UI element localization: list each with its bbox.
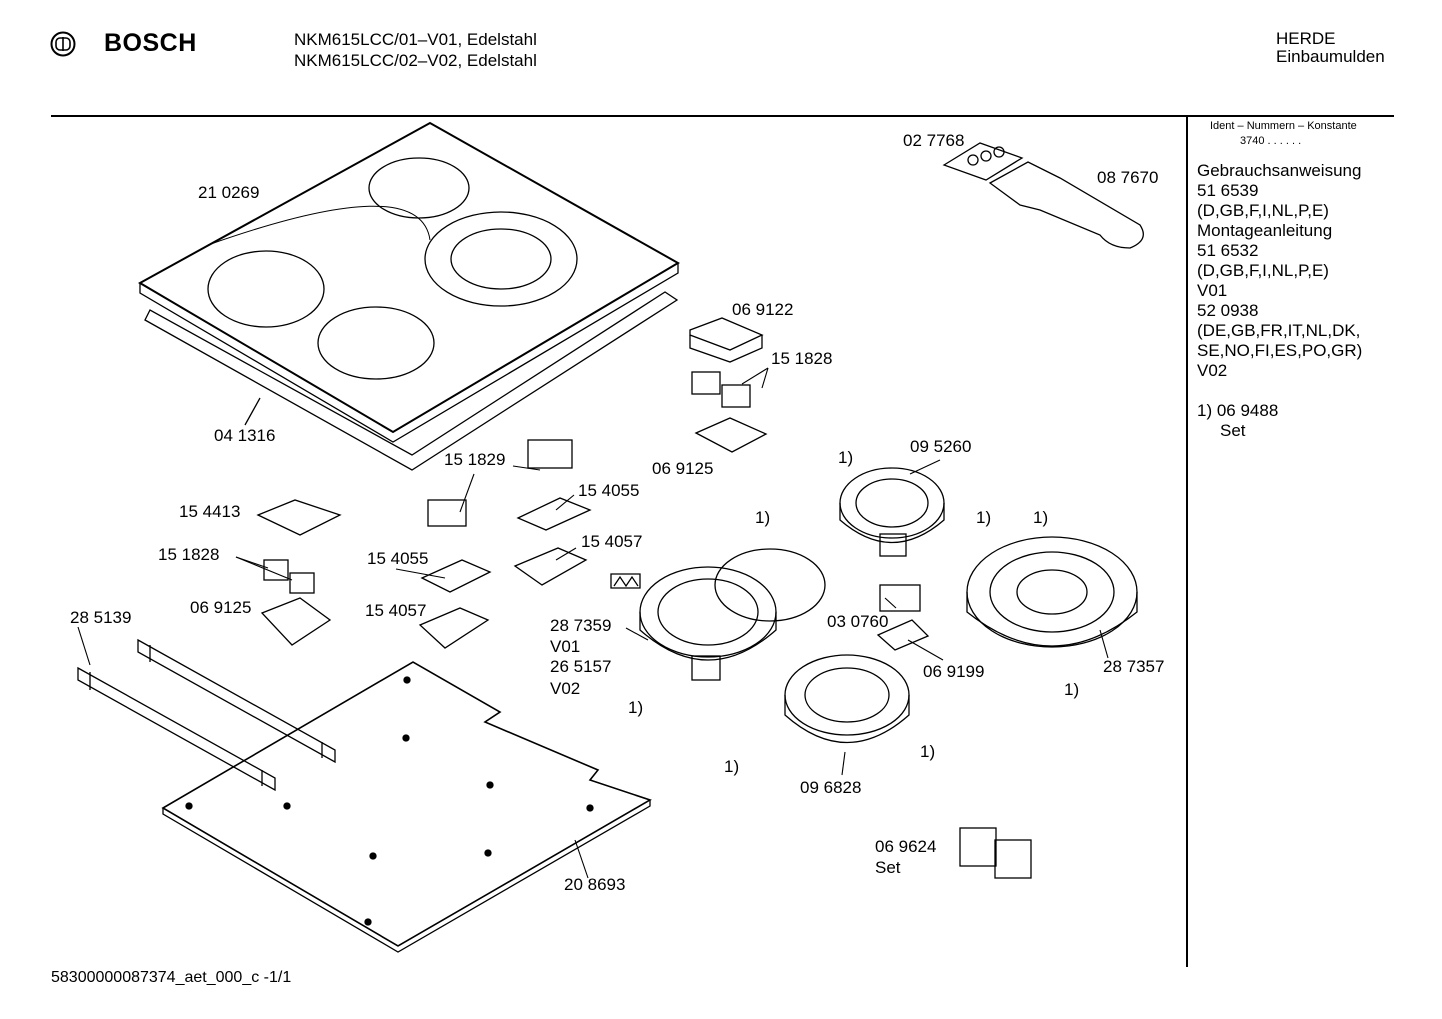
part-label: 09 5260	[910, 437, 972, 456]
part-label: V02	[550, 679, 581, 698]
doc-line: 52 0938	[1197, 301, 1259, 320]
part-label: 06 9199	[923, 662, 985, 681]
doc-line: V01	[1197, 281, 1228, 300]
part-label: 09 6828	[800, 778, 862, 797]
footnote-line: Set	[1220, 421, 1246, 440]
part-label: 15 1828	[771, 349, 833, 368]
part-label: 15 4057	[581, 532, 643, 551]
part-label: 08 7670	[1097, 168, 1159, 187]
control-knob-accessories	[942, 142, 1144, 249]
category-line-1: HERDE	[1276, 29, 1336, 48]
part-label: 15 4055	[578, 481, 640, 500]
part-label: 28 7357	[1103, 657, 1165, 676]
cooktop-glass-top	[137, 121, 680, 443]
sidebar-divider	[1186, 117, 1188, 967]
header-divider	[51, 115, 1394, 117]
footnote-marker: 1)	[1033, 508, 1049, 527]
doc-line: 51 6532	[1197, 241, 1259, 260]
cooktop-frame-seal	[144, 291, 679, 471]
part-label: 21 0269	[198, 183, 260, 202]
heating-element-large	[966, 536, 1138, 648]
doc-line: V02	[1197, 361, 1228, 380]
part-label: 15 1829	[444, 450, 506, 469]
doc-line: (DE,GB,FR,IT,NL,DK,	[1197, 321, 1361, 340]
model-line-1: NKM615LCC/01–V01, Edelstahl	[294, 30, 537, 49]
footnote-marker: 1)	[1064, 680, 1080, 699]
wave-symbol-icon	[610, 573, 641, 589]
heating-element-front	[784, 654, 910, 743]
brand-name: BOSCH	[104, 29, 197, 57]
part-label: 28 5139	[70, 608, 132, 627]
part-label: 03 0760	[827, 612, 889, 631]
mounting-rails	[77, 638, 336, 792]
switch-modules	[256, 317, 1032, 879]
part-label: 26 5157	[550, 657, 612, 676]
doc-line: (D,GB,F,I,NL,P,E)	[1197, 201, 1329, 220]
footnote-marker: 1)	[976, 508, 992, 527]
footnote-marker: 1)	[724, 757, 740, 776]
category-line-2: Einbaumulden	[1276, 47, 1385, 66]
bottom-plate	[161, 661, 652, 953]
document-footer: 58300000087374_aet_000_c -1/1	[51, 969, 292, 986]
part-label: 15 4055	[367, 549, 429, 568]
doc-line: SE,NO,FI,ES,PO,GR)	[1197, 341, 1363, 360]
doc-line: 51 6539	[1197, 181, 1259, 200]
footnote-marker: 1)	[755, 508, 771, 527]
model-line-2: NKM615LCC/02–V02, Edelstahl	[294, 51, 537, 70]
part-label: 02 7768	[903, 131, 965, 150]
part-label: 06 9125	[190, 598, 252, 617]
part-label: 06 9125	[652, 459, 714, 478]
doc-line: Gebrauchsanweisung	[1197, 161, 1362, 180]
part-label: 15 1828	[158, 545, 220, 564]
doc-line: (D,GB,F,I,NL,P,E)	[1197, 261, 1329, 280]
ident-title: Ident – Nummern – Konstante	[1210, 120, 1357, 132]
part-label: 20 8693	[564, 875, 626, 894]
heating-element-oval	[639, 548, 826, 681]
bosch-logo-icon	[50, 31, 76, 62]
part-label: V01	[550, 637, 581, 656]
ident-value: 3740 . . . . . .	[1240, 135, 1302, 147]
part-label: 04 1316	[214, 426, 276, 445]
part-label: 28 7359	[550, 616, 612, 635]
part-label: 15 4413	[179, 502, 241, 521]
doc-line: Montageanleitung	[1197, 221, 1333, 240]
part-label: 06 9624	[875, 837, 937, 856]
part-label: 06 9122	[732, 300, 794, 319]
footnote-marker: 1)	[838, 448, 854, 467]
part-label: Set	[875, 858, 901, 877]
footnote-marker: 1)	[628, 698, 644, 717]
footnote-line: 1) 06 9488	[1197, 401, 1279, 420]
footnote-marker: 1)	[920, 742, 936, 761]
part-label: 15 4057	[365, 601, 427, 620]
heating-element-small	[839, 467, 945, 557]
leader-lines	[77, 367, 1109, 879]
